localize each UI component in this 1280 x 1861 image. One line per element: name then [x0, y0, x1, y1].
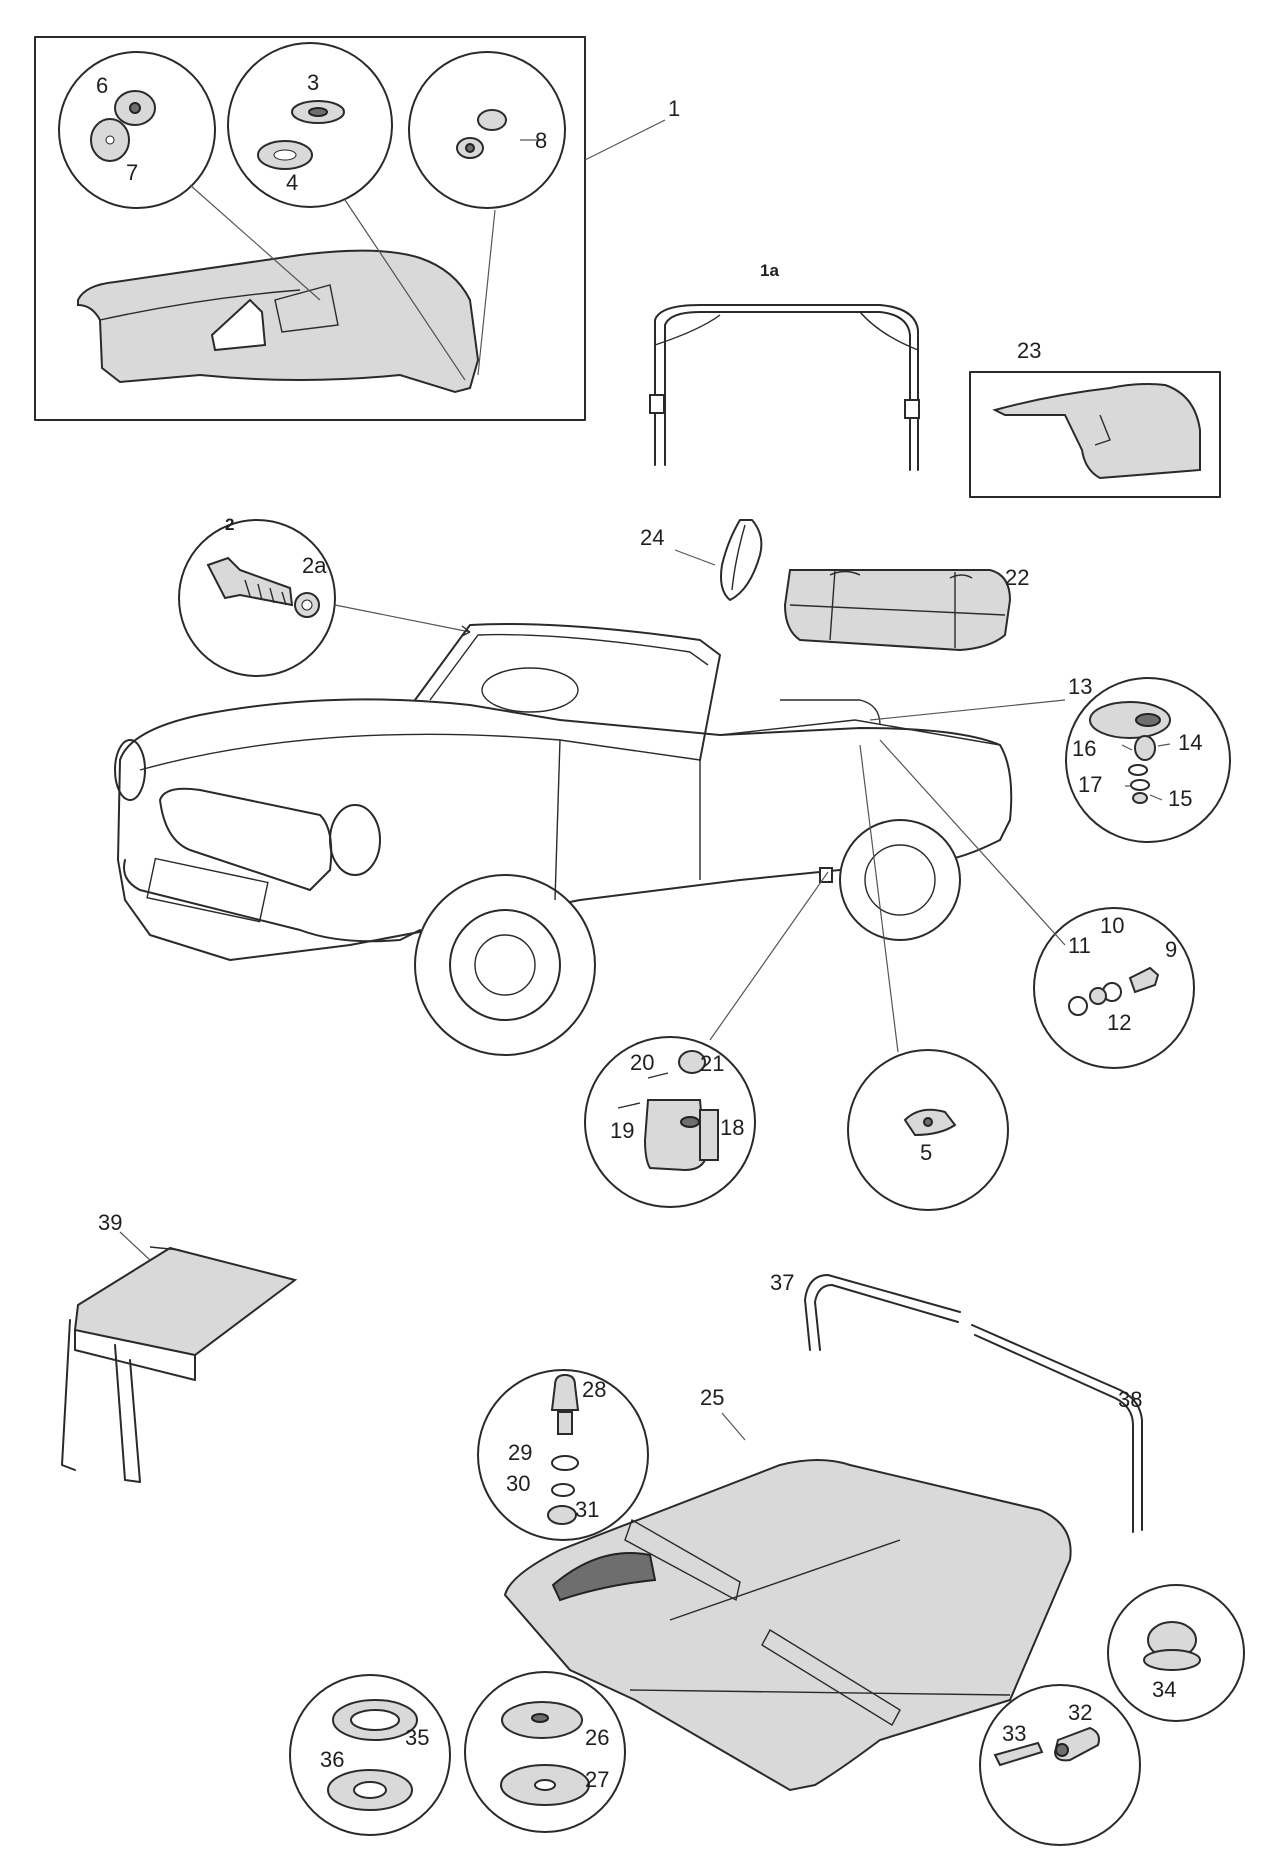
- cover-13: [1089, 701, 1171, 739]
- label-17: 17: [1078, 772, 1102, 797]
- label-11: 11: [1068, 933, 1091, 958]
- detail-circle-13-17: [869, 677, 1231, 843]
- label-23: 23: [1017, 338, 1041, 363]
- label-2a: 2a: [302, 553, 327, 578]
- detail-circle-34: [1107, 1584, 1245, 1722]
- seal-37-38: [804, 1274, 1143, 1533]
- label-18: 18: [720, 1115, 744, 1140]
- label-36: 36: [320, 1747, 344, 1772]
- stud-28: [550, 1373, 580, 1411]
- label-2: 2: [225, 515, 234, 534]
- label-1: 1: [668, 96, 680, 121]
- label-16: 16: [1072, 736, 1096, 761]
- detail-circle-9-12: [879, 739, 1195, 1069]
- stud-8: [477, 109, 507, 131]
- label-22: 22: [1005, 565, 1029, 590]
- tonneau-cover-25: [503, 1459, 1072, 1792]
- hard-top-39: [61, 1246, 298, 1483]
- rear-wheel: [839, 819, 961, 941]
- label-9: 9: [1165, 937, 1177, 962]
- label-31: 31: [575, 1497, 599, 1522]
- label-13: 13: [1068, 674, 1092, 699]
- bush-21: [678, 1050, 706, 1074]
- detail-circle-28-31: [477, 1369, 649, 1541]
- label-25: 25: [700, 1385, 724, 1410]
- label-4: 4: [286, 170, 298, 195]
- label-26: 26: [585, 1725, 609, 1750]
- label-7: 7: [126, 160, 138, 185]
- label-15: 15: [1168, 786, 1192, 811]
- label-14: 14: [1178, 730, 1202, 755]
- detail-circle-26-27: [464, 1671, 626, 1833]
- screw-33: [993, 1741, 1044, 1767]
- label-28: 28: [582, 1377, 606, 1402]
- label-38: 38: [1118, 1387, 1142, 1412]
- label-34: 34: [1152, 1677, 1176, 1702]
- catch-18: [643, 1099, 707, 1172]
- label-35: 35: [405, 1725, 429, 1750]
- label-29: 29: [508, 1440, 532, 1465]
- label-24: 24: [640, 525, 664, 550]
- car-outline: [114, 623, 1013, 1056]
- detail-circle-5: [847, 744, 1009, 1211]
- label-30: 30: [506, 1471, 530, 1496]
- label-37: 37: [770, 1270, 794, 1295]
- label-39: 39: [98, 1210, 122, 1235]
- detail-circle-35-36: [289, 1674, 451, 1836]
- bolt-detail-2: [178, 519, 471, 677]
- label-32: 32: [1068, 1700, 1092, 1725]
- front-wheel: [414, 874, 596, 1056]
- detail-circle-32-33: [979, 1684, 1141, 1846]
- label-21: 21: [700, 1051, 724, 1076]
- tonneau-bag-22: [783, 569, 1012, 652]
- hood-assembly-box: [34, 36, 666, 421]
- label-6: 6: [96, 73, 108, 98]
- label-20: 20: [630, 1050, 654, 1075]
- label-1a: 1a: [760, 261, 779, 280]
- detail-circle-3-4: [227, 42, 393, 208]
- strap-24: [674, 519, 763, 601]
- label-19: 19: [610, 1118, 634, 1143]
- bush-14: [1134, 735, 1156, 761]
- screw-9: [1128, 966, 1160, 994]
- label-5: 5: [920, 1140, 932, 1165]
- detail-circle-18-21: [584, 871, 829, 1208]
- label-33: 33: [1002, 1721, 1026, 1746]
- label-10: 10: [1100, 913, 1124, 938]
- tonneau-cover-23-box: [969, 371, 1221, 498]
- detail-circle-6-7: [58, 51, 216, 209]
- label-12: 12: [1107, 1010, 1131, 1035]
- label-8: 8: [535, 128, 547, 153]
- label-3: 3: [307, 70, 319, 95]
- soft-top-hood: [77, 249, 480, 394]
- hood-frame-1a: [649, 304, 920, 471]
- label-27: 27: [585, 1767, 609, 1792]
